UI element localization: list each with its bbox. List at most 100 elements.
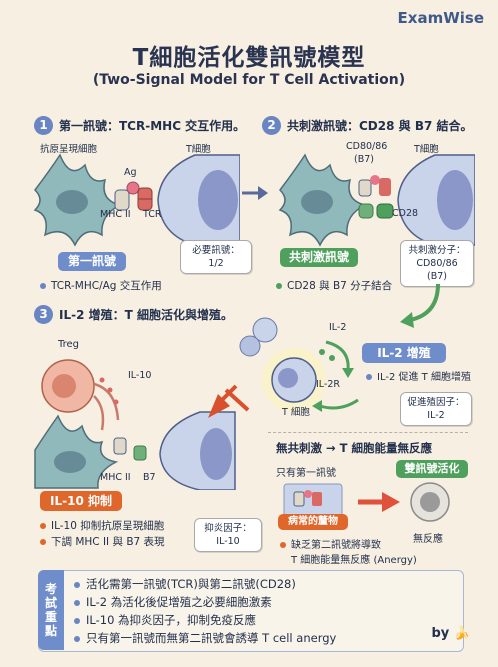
summary-box bbox=[38, 570, 464, 652]
bullet-dot bbox=[40, 523, 46, 529]
bullet-dot bbox=[280, 542, 286, 548]
summary-tag-char: 點 bbox=[44, 624, 57, 638]
inhibit-arrow-icon bbox=[208, 394, 230, 418]
page-title: T細胞活化雙訊號模型 bbox=[132, 45, 366, 71]
summary-tag-char: 考 bbox=[44, 582, 57, 596]
tcr-molecule-2 bbox=[379, 178, 391, 196]
tcr-label: TCR bbox=[143, 209, 162, 220]
signal2-illustration bbox=[278, 153, 475, 247]
section2-heading: 2 共刺激訊號：CD28 與 B7 結合。 bbox=[262, 116, 473, 135]
anergy-bullet-2: T 細胞能量無反應 (Anergy) bbox=[291, 555, 417, 566]
il2-molecule bbox=[329, 355, 335, 361]
mhc-molecule-3 bbox=[113, 437, 127, 455]
bullet-dot bbox=[40, 283, 46, 289]
bullet-dot bbox=[74, 581, 80, 588]
signal2-note-line1: 共刺激分子： bbox=[408, 245, 466, 256]
summary-item: IL-2 為活化後促增殖之必要細胞激素 bbox=[74, 594, 272, 610]
antigen-icon-2 bbox=[370, 175, 380, 185]
mhc-label-1: MHC II bbox=[100, 209, 131, 220]
cd80-label-1: CD80/86 bbox=[346, 141, 388, 152]
apc-nucleus-3 bbox=[54, 451, 86, 473]
section1-heading-text: 第一訊號：TCR-MHC 交互作用。 bbox=[59, 119, 246, 133]
mhc-molecule-4 bbox=[293, 491, 305, 507]
daughter-cell-1 bbox=[252, 317, 278, 343]
antigen-icon-3 bbox=[304, 490, 312, 498]
anergy-arrow-icon bbox=[382, 492, 400, 512]
signal1-pill: 第一訊號 bbox=[58, 252, 126, 271]
section2-heading-text: 共刺激訊號：CD28 與 B7 結合。 bbox=[287, 119, 473, 133]
section2-number: 2 bbox=[262, 116, 281, 135]
tcell-nucleus-2 bbox=[437, 170, 473, 230]
signal1-bullet: TCR-MHC/Ag 交互作用 bbox=[40, 278, 162, 293]
mhc-label-2: MHC II bbox=[100, 472, 131, 483]
il2-arrowhead-icon bbox=[342, 368, 354, 378]
il2-molecule bbox=[319, 349, 325, 355]
il10-bullet-2-text: 下調 MHC II 與 B7 表現 bbox=[51, 536, 165, 548]
summary-item: IL-10 為抑炎因子，抑制免疫反應 bbox=[74, 612, 256, 628]
cd28-label: CD28 bbox=[392, 208, 419, 219]
bullet-dot bbox=[74, 617, 80, 624]
cd28-molecule bbox=[376, 203, 394, 219]
il10-bullet-2: 下調 MHC II 與 B7 表現 bbox=[40, 534, 165, 549]
il2-pill: IL-2 增殖 bbox=[362, 343, 446, 363]
section1-number: 1 bbox=[34, 116, 53, 135]
signal1-note: 必要訊號： 1/2 bbox=[180, 240, 252, 274]
apc-nucleus bbox=[56, 190, 88, 214]
il10-arrow-icon bbox=[93, 382, 120, 421]
section-divider bbox=[268, 432, 468, 433]
b7-label: B7 bbox=[143, 472, 156, 483]
byline: by 🍌 bbox=[431, 626, 471, 641]
il10-molecule bbox=[107, 387, 113, 393]
anergy-heading: 無共刺激 → T 細胞能量無反應 bbox=[276, 440, 432, 456]
signal1-note-line1: 必要訊號： bbox=[192, 245, 240, 256]
tcell-label-3: T 細胞 bbox=[282, 407, 310, 418]
anergy-bullet-1: 缺乏第二訊號將導致 bbox=[280, 536, 381, 551]
summary-item: 只有第一訊號而無第二訊號會誘導 T cell anergy bbox=[74, 630, 336, 646]
il2-loop-arrow-icon bbox=[319, 398, 359, 410]
summary-tag-char: 重 bbox=[44, 610, 57, 624]
anergic-cell-nucleus bbox=[420, 492, 440, 512]
mhc-molecule-2 bbox=[358, 179, 372, 197]
tcell-label-2: T細胞 bbox=[414, 144, 439, 155]
il2-bullet-text: IL-2 促進 T 細胞增殖 bbox=[377, 372, 471, 383]
il2-note-line1: 促進殖因子： bbox=[407, 397, 465, 408]
signal1-bullet-text: TCR-MHC/Ag 交互作用 bbox=[51, 280, 162, 292]
bullet-dot bbox=[40, 539, 46, 545]
tcell-nucleus-3 bbox=[278, 368, 298, 388]
tcr-molecule-3 bbox=[312, 492, 322, 506]
cd80-label-2: (B7) bbox=[354, 154, 374, 165]
summary-tag: 考 試 重 點 bbox=[38, 570, 64, 650]
summary-item-text: IL-2 為活化後促增殖之必要細胞激素 bbox=[86, 595, 272, 609]
summary-item: 活化需第一訊號(TCR)與第二訊號(CD28) bbox=[74, 576, 296, 592]
signal1-note-line2: 1/2 bbox=[208, 258, 224, 269]
bullet-dot bbox=[366, 374, 372, 380]
bullet-dot bbox=[74, 599, 80, 606]
il2-label-top: IL-2 bbox=[329, 322, 347, 333]
il10-note: 抑炎因子： IL-10 bbox=[194, 518, 262, 552]
signal2-note: 共刺激分子： CD80/86 (B7) bbox=[400, 240, 474, 287]
il2-note: 促進殖因子： IL-2 bbox=[400, 392, 472, 426]
il10-note-line1: 抑炎因子： bbox=[204, 523, 252, 534]
il10-note-line2: IL-10 bbox=[216, 536, 240, 547]
apc-label: 抗原呈現細胞 bbox=[40, 144, 98, 155]
apc-nucleus-2 bbox=[301, 190, 333, 214]
section3-heading-text: IL-2 增殖：T 細胞活化與增殖。 bbox=[59, 308, 233, 322]
anergy-illustration bbox=[283, 482, 450, 522]
treg-nucleus bbox=[52, 374, 76, 398]
bullet-dot bbox=[74, 635, 80, 642]
il10-molecule bbox=[99, 377, 105, 383]
signal2-bullet: CD28 與 B7 分子結合 bbox=[276, 278, 392, 293]
pathology-pill: 病常的釐物 bbox=[278, 514, 348, 530]
summary-item-text: IL-10 為抑炎因子，抑制免疫反應 bbox=[86, 613, 257, 627]
il2-arrow-icon bbox=[325, 340, 350, 371]
daughter-cell-2 bbox=[239, 335, 261, 357]
section3-heading: 3 IL-2 增殖：T 細胞活化與增殖。 bbox=[34, 305, 233, 324]
b7-molecule bbox=[358, 203, 374, 219]
brand-logo: ExamWise bbox=[397, 9, 484, 27]
tcell-nucleus-1 bbox=[198, 170, 238, 230]
il10-illustration bbox=[34, 359, 250, 490]
il2-note-line2: IL-2 bbox=[427, 410, 445, 421]
ag-label: Ag bbox=[124, 167, 137, 178]
anergy-label: 無反應 bbox=[413, 534, 443, 545]
signal1-illustration bbox=[33, 153, 240, 247]
